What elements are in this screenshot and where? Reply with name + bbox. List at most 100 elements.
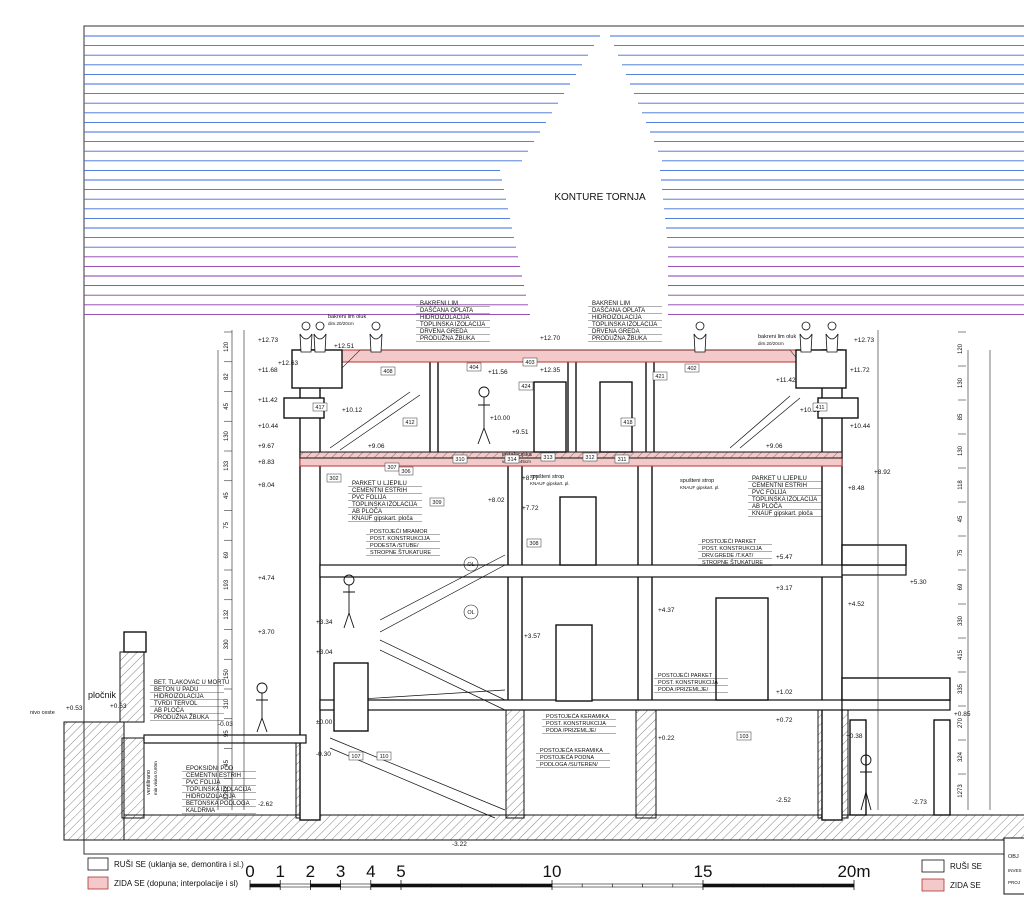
tower-caption: KONTURE TORNJA — [554, 192, 646, 203]
level-label: +12.70 — [540, 335, 560, 342]
finial-urn — [369, 321, 383, 353]
scale-segment — [461, 883, 492, 888]
room-number-box — [620, 417, 636, 427]
level-label: +9.67 — [258, 443, 275, 450]
dimension-label: 415 — [958, 649, 964, 660]
floor-layer-first-right: STROPNE ŠTUKATURE — [702, 559, 763, 566]
level-label: +8.02 — [488, 497, 505, 504]
scale-segment — [400, 883, 432, 888]
room-number: 110 — [380, 754, 389, 760]
dimension-label: 85 — [958, 413, 964, 420]
legend-swatch-demolish-short — [921, 859, 945, 873]
level-label: +8.04 — [258, 482, 275, 489]
dimension-label: 45 — [224, 402, 230, 409]
level-label: +4.52 — [848, 601, 865, 608]
floor-layer-attic: PVC FOLIJA — [352, 495, 386, 501]
room-number: 417 — [315, 405, 324, 411]
scale-segment — [430, 883, 462, 888]
floor-layer-attic-right: AB PLOČA — [752, 503, 782, 510]
legend-demolish-short: RUŠI SE — [950, 862, 982, 871]
level-label: +10.00 — [490, 415, 510, 422]
floor-layer-attic: PARKET U LJEPILU — [352, 481, 407, 487]
dimension-label: 130 — [958, 445, 964, 456]
room-number: 404 — [469, 365, 478, 371]
room-number: 309 — [432, 500, 441, 506]
floor-layer-ground-right: POSTOJEĆI PARKET — [658, 672, 713, 679]
level-label: ±0.00 — [316, 719, 333, 726]
room-number-box — [429, 497, 445, 507]
room-number-box — [312, 402, 328, 412]
roof-layer-left: BAKRENI LIM — [420, 301, 458, 307]
title-block-line: OBJ — [1008, 854, 1019, 860]
level-label: +10.44 — [850, 423, 870, 430]
scale-segment — [249, 883, 281, 888]
level-label: +12.73 — [854, 337, 874, 344]
level-label: +8.83 — [258, 459, 275, 466]
dimension-label: 330 — [958, 615, 964, 626]
room-number-box — [540, 452, 556, 462]
level-label: +8.77 — [522, 475, 539, 482]
dimension-label: 118 — [958, 480, 964, 490]
scale-segment — [823, 883, 855, 888]
level-label: +0.72 — [776, 717, 793, 724]
scale-segment — [491, 883, 523, 888]
note: KNAUF gipskart. pl. — [680, 485, 720, 490]
floor-slabs — [143, 349, 951, 744]
dimension-label: 120 — [224, 341, 230, 352]
dimension-label: 69 — [224, 551, 230, 558]
level-label: +5.30 — [910, 579, 927, 586]
room-number: 311 — [618, 457, 627, 463]
level-label: +3.34 — [316, 619, 333, 626]
scale-segment — [521, 883, 553, 888]
dimension-label: 150 — [224, 668, 230, 679]
roof-cornice — [283, 349, 859, 419]
floor-layer-attic-right: PVC FOLIJA — [752, 490, 786, 496]
room-number: 402 — [687, 366, 696, 372]
level-label: +12.63 — [278, 360, 298, 367]
room-number-box — [398, 466, 414, 476]
note: spušteni strop — [530, 474, 564, 480]
scale-segment — [793, 883, 825, 888]
roof-layer-left: DRVENA GREDA — [420, 329, 468, 335]
level-label: +7.72 — [522, 505, 539, 512]
dimension-label: 75 — [958, 549, 964, 556]
finial-urn — [693, 321, 707, 353]
level-label: +12.35 — [540, 367, 560, 374]
title-block-line: PROJ — [1008, 880, 1020, 885]
room-number-box — [326, 473, 342, 483]
tower-contour-lines — [84, 35, 1024, 315]
level-label: +11.72 — [850, 367, 870, 374]
scale-tick-label: 2 — [306, 862, 315, 881]
roof-finials — [299, 321, 839, 353]
level-label: -3.22 — [452, 841, 467, 848]
level-label: -0.03 — [218, 721, 233, 728]
scale-segment — [732, 883, 764, 888]
room-number-box — [348, 751, 364, 761]
dimension-label: 1282 — [224, 786, 230, 800]
dimension-label: 270 — [958, 717, 964, 728]
level-label: +1.02 — [776, 689, 793, 696]
floor-layer-attic-right: TOPLINSKA IZOLACIJA — [752, 497, 817, 503]
roof-layer-right: PRODUŽNA ŽBUKA — [592, 334, 647, 342]
room-number: 403 — [525, 360, 534, 366]
level-label: -0.30 — [316, 751, 331, 758]
dimension-label: 335 — [958, 683, 964, 694]
scale-tick-label: 3 — [336, 862, 345, 881]
scale-segment — [581, 883, 613, 888]
level-label: +11.68 — [258, 367, 278, 374]
dimension-label: 69 — [958, 583, 964, 590]
section-markers: OL OL — [463, 556, 479, 620]
room-number-box — [614, 454, 630, 464]
roof-layer-left: TOPLINSKA IZOLACIJA — [420, 322, 485, 328]
note: min visina 0,60m — [153, 761, 158, 795]
note: KNAUF gipskart. pl. — [530, 481, 570, 486]
room-number: 307 — [387, 465, 396, 471]
level-label: +10.44 — [258, 423, 278, 430]
scale-tick-label: 4 — [366, 862, 375, 881]
level-label: -2.52 — [776, 797, 791, 804]
floor-layer-first: PODESTA /STUBE/ — [370, 543, 419, 549]
